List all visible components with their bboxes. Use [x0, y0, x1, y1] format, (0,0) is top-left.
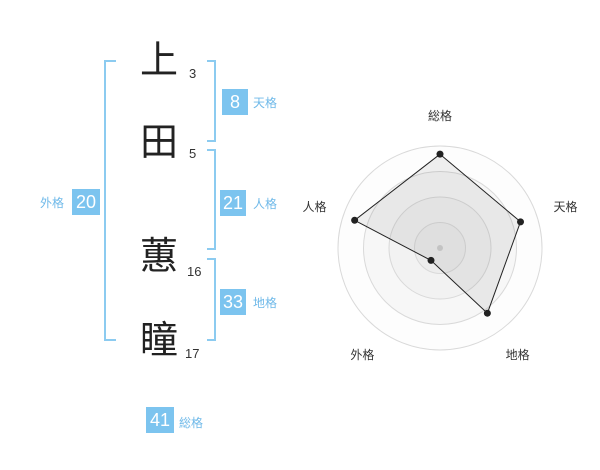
name-char-4: 瞳 — [140, 318, 179, 362]
name-char-3: 蕙 — [140, 234, 179, 278]
radar-point-2 — [483, 309, 491, 317]
radar-series-polygon — [353, 153, 522, 315]
tenkaku-value: 8 — [222, 89, 248, 115]
chikaku-bracket — [207, 258, 216, 341]
stroke-count-1: 3 — [189, 66, 197, 81]
radar-axis-label-4: 人格 — [302, 199, 326, 214]
soukaku-label: 総格 — [179, 416, 204, 430]
radar-axis-label-0: 総格 — [428, 108, 452, 123]
radar-point-1 — [517, 218, 525, 226]
tenkaku-label: 天格 — [253, 96, 278, 110]
gaikaku-value: 20 — [72, 189, 100, 215]
radar-point-4 — [351, 216, 359, 224]
gaikaku-bracket — [104, 60, 116, 341]
jinkaku-bracket — [207, 149, 216, 250]
chikaku-label: 地格 — [253, 296, 278, 310]
stroke-count-2: 5 — [189, 146, 197, 161]
radar-axis-label-2: 地格 — [506, 347, 530, 362]
jinkaku-label: 人格 — [253, 197, 278, 211]
chikaku-value: 33 — [220, 289, 246, 315]
jinkaku-value: 21 — [220, 190, 246, 216]
radar-center — [437, 245, 443, 251]
radar-axis-label-1: 天格 — [554, 199, 578, 214]
radar-points — [351, 150, 525, 317]
tenkaku-bracket — [207, 60, 216, 142]
gaikaku-label: 外格 — [40, 196, 65, 210]
stroke-count-4: 17 — [185, 346, 200, 361]
radar-point-3 — [427, 256, 435, 264]
soukaku-value: 41 — [146, 407, 174, 433]
radar-axis-label-3: 外格 — [350, 347, 374, 362]
radar-point-0 — [436, 150, 444, 158]
name-char-2: 田 — [140, 120, 179, 164]
stroke-count-3: 16 — [187, 264, 202, 279]
name-char-1: 上 — [140, 38, 179, 82]
